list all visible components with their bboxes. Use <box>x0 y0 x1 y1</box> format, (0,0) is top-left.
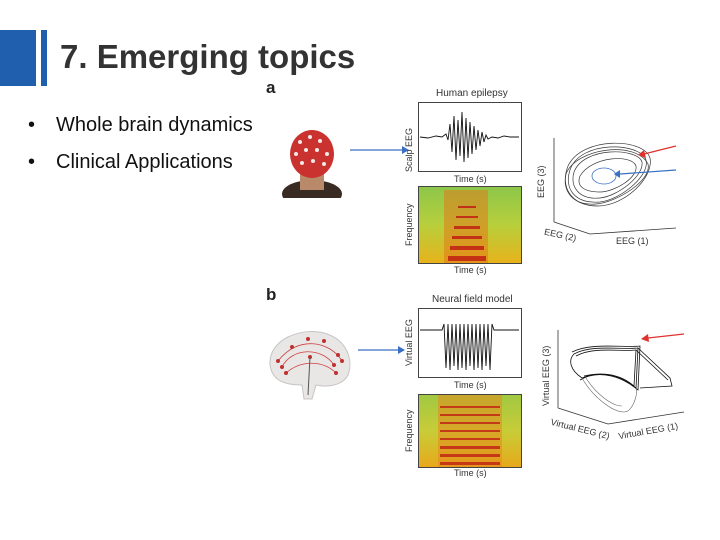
phase-portrait-a <box>553 138 677 235</box>
spectrogram-b <box>418 394 522 468</box>
panel-a-label: a <box>266 78 276 97</box>
header-accent-block <box>0 30 36 86</box>
spectrogram-a <box>418 186 522 264</box>
phase-b-zlabel: Virtual EEG (3) <box>541 345 551 406</box>
arrow-cap-to-trace <box>350 146 409 154</box>
bullet-dot: • <box>28 114 36 136</box>
spec-a-xlabel: Time (s) <box>454 265 487 275</box>
trace-a-title: Human epilepsy <box>436 88 508 99</box>
trace-a-ylabel: Scalp EEG <box>404 127 414 172</box>
bullet-dot: • <box>28 151 36 173</box>
trace-b-plot <box>418 308 522 378</box>
phase-a-x2label: EEG (1) <box>616 236 649 246</box>
bullet-list: • Whole brain dynamics • Clinical Applicat… <box>28 110 253 184</box>
header-accent-bar <box>41 30 47 86</box>
bullet-item: • Whole brain dynamics <box>28 110 253 147</box>
trace-a-xlabel: Time (s) <box>454 174 487 184</box>
arrow-brain-to-trace <box>358 346 405 354</box>
phase-portrait-b <box>557 330 685 425</box>
trace-b-xlabel: Time (s) <box>454 380 487 390</box>
bullet-text: Whole brain dynamics <box>56 114 253 136</box>
bullet-item: • Clinical Applications <box>28 147 253 184</box>
spec-a-ylabel: Frequency <box>404 203 414 246</box>
slide-title: 7. Emerging topics <box>60 38 356 75</box>
trace-b-title: Neural field model <box>432 294 513 305</box>
panel-b-label: b <box>266 285 277 304</box>
phase-a-zlabel: EEG (3) <box>536 165 546 198</box>
spec-b-xlabel: Time (s) <box>454 468 487 478</box>
spec-b-ylabel: Frequency <box>404 409 414 452</box>
trace-a-plot <box>418 102 522 172</box>
trace-b-ylabel: Virtual EEG <box>404 319 414 366</box>
bullet-text: Clinical Applications <box>56 151 233 173</box>
brain-network-illustration <box>269 331 351 400</box>
eeg-cap-head-illustration <box>282 130 342 198</box>
